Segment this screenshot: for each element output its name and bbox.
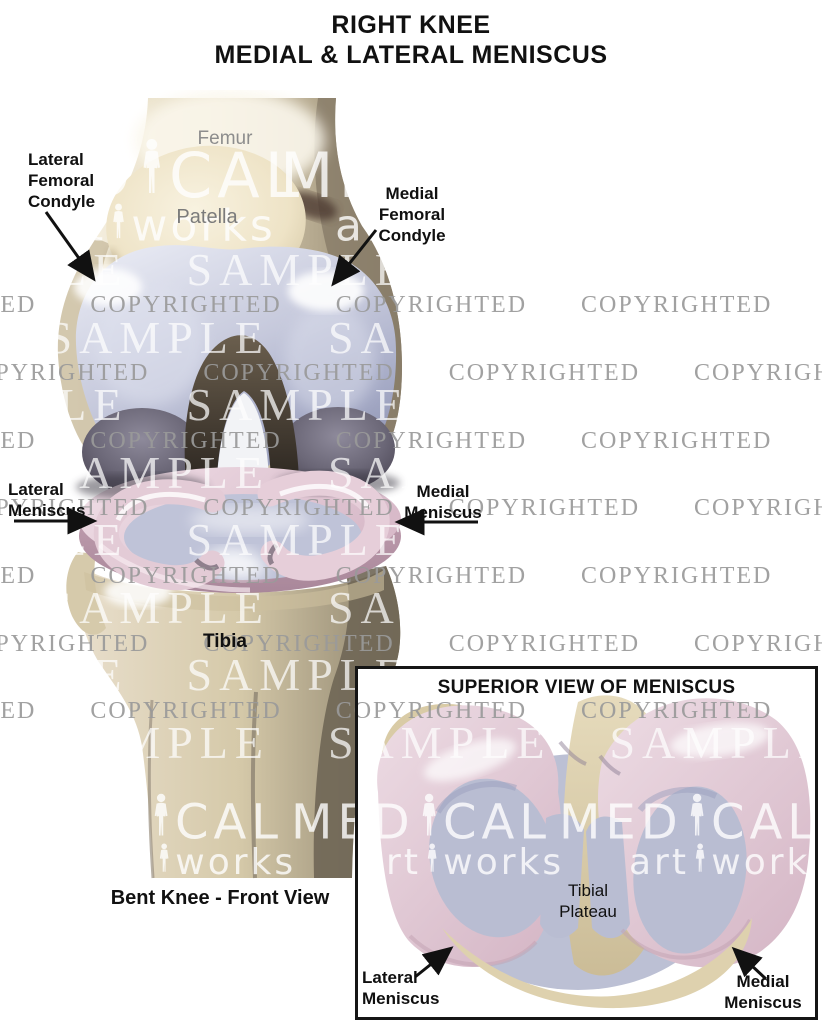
superior-view-illustration xyxy=(377,695,811,1009)
superior-view-inset xyxy=(358,669,815,1017)
main-view-caption: Bent Knee - Front View xyxy=(110,887,330,909)
page-title: RIGHT KNEE MEDIAL & LATERAL MENISCUS xyxy=(0,10,822,70)
person-logo-icon xyxy=(743,138,761,193)
title-line-2: MEDIAL & LATERAL MENISCUS xyxy=(214,41,608,69)
tibia-bone xyxy=(66,552,401,879)
intercondylar-notch xyxy=(184,335,299,479)
person-logo-icon xyxy=(443,138,461,193)
meniscus-ring xyxy=(76,467,401,593)
medial-meniscus-shape xyxy=(586,698,811,968)
lateral-meniscus-shape xyxy=(377,705,584,967)
person-logo-icon xyxy=(713,203,725,238)
tibial-plateau-bone-bottom xyxy=(442,918,752,1009)
title-line-1: RIGHT KNEE xyxy=(331,11,491,39)
